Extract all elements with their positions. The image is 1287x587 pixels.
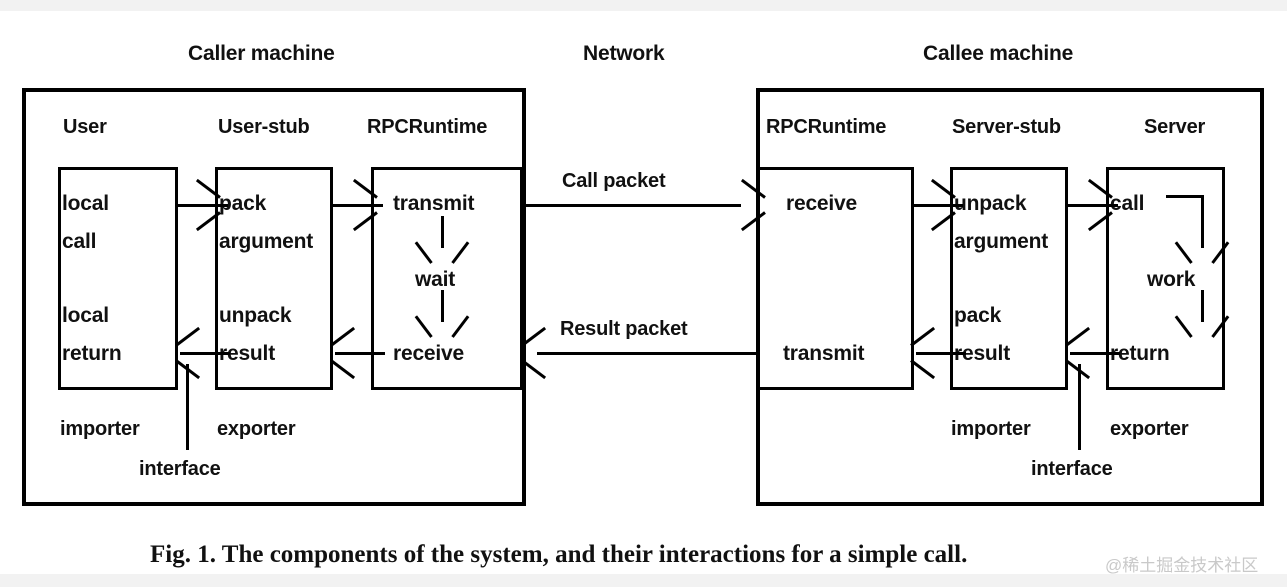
- stub-to-user-arrow-icon: [178, 336, 204, 370]
- user-local-return-line1: local: [62, 304, 109, 327]
- callee-runtime-to-stub-arrow-icon: [927, 188, 953, 222]
- server-stub-pack-line2: result: [954, 342, 1010, 365]
- result-packet-label: Result packet: [560, 318, 688, 340]
- callee-interface-line: [1078, 364, 1081, 450]
- caller-transmit-to-wait-line: [441, 216, 444, 248]
- callee-rpcruntime-transmit: transmit: [783, 342, 865, 365]
- call-packet-line: [526, 204, 741, 207]
- caller-column-header-rpcruntime: RPCRuntime: [367, 116, 488, 138]
- callee-exporter-label: exporter: [1110, 418, 1189, 440]
- user-local-call-line1: local: [62, 192, 109, 215]
- caller-interface-line: [186, 364, 189, 450]
- server-call-to-work-arrow-icon: [1182, 238, 1222, 262]
- user-stub-pack-line1: pack: [219, 192, 267, 215]
- user-stub-unpack-line1: unpack: [219, 304, 292, 327]
- server-call-label: call: [1110, 192, 1145, 215]
- user-to-stub-arrow-icon: [192, 188, 218, 222]
- call-packet-label: Call packet: [562, 170, 666, 192]
- result-packet-line: [537, 352, 756, 355]
- server-stub-unpack-line1: unpack: [954, 192, 1027, 215]
- server-call-bend-horizontal: [1166, 195, 1204, 198]
- server-work-to-return-arrow-icon: [1182, 312, 1222, 336]
- caller-machine-box: [22, 88, 526, 506]
- stub-to-user-line: [180, 352, 230, 355]
- user-local-return-line2: return: [62, 342, 122, 365]
- caller-machine-title: Caller machine: [188, 42, 335, 65]
- caller-wait-to-receive-line: [441, 290, 444, 322]
- callee-machine-title: Callee machine: [923, 42, 1074, 65]
- user-box: [58, 167, 178, 390]
- top-edge-strip: [0, 0, 1287, 11]
- stub-to-callee-runtime-arrow-icon: [913, 336, 939, 370]
- server-stub-unpack-line2: argument: [954, 230, 1049, 253]
- caller-exporter-label: exporter: [217, 418, 296, 440]
- server-call-bend-vertical: [1201, 195, 1204, 248]
- server-to-stub-arrow-icon: [1068, 336, 1094, 370]
- user-local-call-line2: call: [62, 230, 97, 253]
- caller-rpcruntime-transmit: transmit: [393, 192, 475, 215]
- network-title: Network: [583, 42, 665, 65]
- server-box: [1106, 167, 1225, 390]
- caller-rpcruntime-receive: receive: [393, 342, 465, 365]
- runtime-to-stub-arrow-icon: [333, 336, 359, 370]
- callee-interface-label: interface: [1031, 458, 1113, 480]
- server-work-label: work: [1147, 268, 1196, 291]
- callee-importer-label: importer: [951, 418, 1031, 440]
- bottom-edge-strip: [0, 574, 1287, 587]
- server-stub-box: [950, 167, 1068, 390]
- watermark-label: @稀土掘金技术社区: [1105, 556, 1259, 575]
- caller-rpcruntime-box: [371, 167, 523, 390]
- caller-rpcruntime-wait: wait: [415, 268, 456, 291]
- caller-column-header-user: User: [63, 116, 107, 138]
- caller-importer-label: importer: [60, 418, 140, 440]
- figure-caption: Fig. 1. The components of the system, an…: [150, 541, 968, 568]
- callee-rpcruntime-receive: receive: [786, 192, 858, 215]
- caller-interface-label: interface: [139, 458, 221, 480]
- stub-to-runtime-arrow-icon: [349, 188, 375, 222]
- user-stub-unpack-line2: result: [219, 342, 275, 365]
- server-return-label: return: [1110, 342, 1170, 365]
- server-work-to-return-line: [1201, 290, 1204, 322]
- caller-column-header-user-stub: User-stub: [218, 116, 310, 138]
- callee-column-header-rpcruntime: RPCRuntime: [766, 116, 887, 138]
- runtime-to-stub-line: [335, 352, 385, 355]
- callee-column-header-server-stub: Server-stub: [952, 116, 1061, 138]
- stub-to-server-arrow-icon: [1084, 188, 1110, 222]
- user-stub-pack-line2: argument: [219, 230, 314, 253]
- server-to-stub-line: [1070, 352, 1120, 355]
- stub-to-callee-runtime-line: [916, 352, 966, 355]
- user-stub-box: [215, 167, 333, 390]
- callee-rpcruntime-box: [757, 167, 914, 390]
- server-stub-pack-line1: pack: [954, 304, 1002, 327]
- callee-column-header-server: Server: [1144, 116, 1206, 138]
- caller-wait-to-receive-arrow-icon: [422, 312, 462, 336]
- result-packet-arrow-icon: [524, 336, 550, 370]
- caller-transmit-to-wait-arrow-icon: [422, 238, 462, 262]
